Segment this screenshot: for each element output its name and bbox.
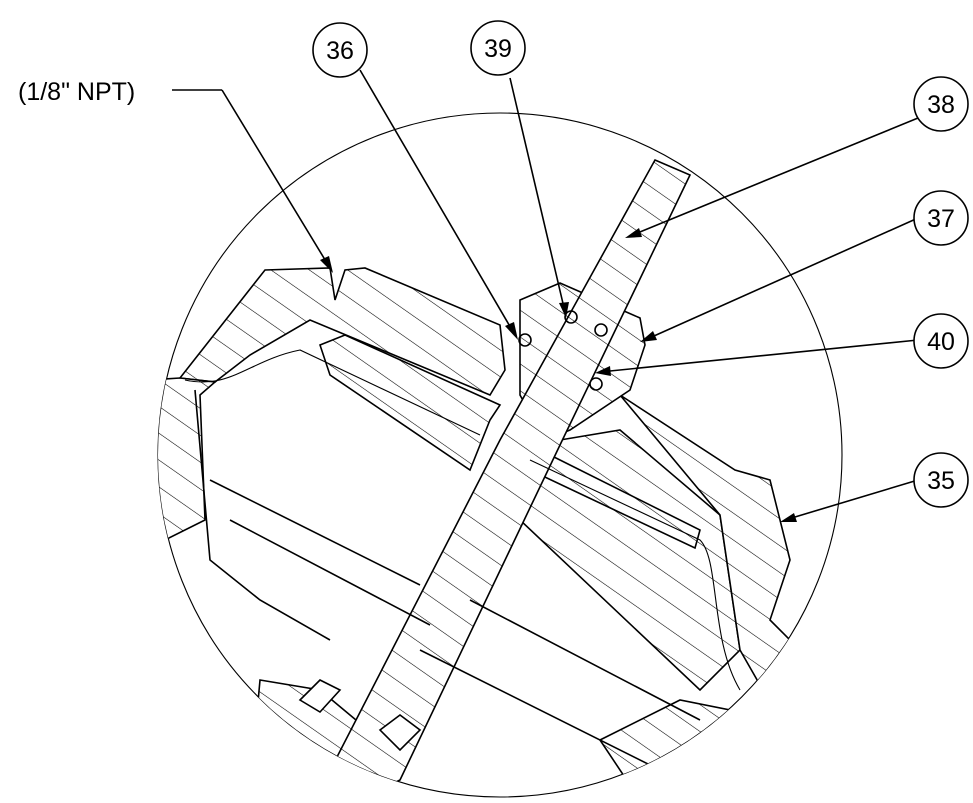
callout-label: 40 — [927, 328, 955, 356]
callout-37: 37 — [913, 190, 969, 246]
gasket-line-lower — [529, 459, 741, 691]
callout-39: 39 — [470, 20, 526, 76]
callout-38: 38 — [913, 76, 969, 132]
body-line-mid — [209, 479, 421, 586]
callout-40: 40 — [913, 313, 969, 369]
callout-35: 35 — [913, 452, 969, 508]
body-line-lower — [229, 519, 701, 721]
gasket-line — [184, 349, 481, 436]
callout-label: 37 — [927, 205, 955, 233]
nut-bottom-left — [298, 679, 342, 714]
section-geometry — [158, 158, 842, 797]
left-wall — [158, 377, 217, 541]
nut-bottom-mid — [378, 714, 422, 752]
o-ring — [589, 377, 603, 391]
o-ring — [594, 323, 608, 337]
callout-36: 36 — [312, 22, 368, 78]
npt-note: (1/8" NPT) — [18, 78, 135, 106]
callout-label: 36 — [326, 37, 354, 65]
leader-lines — [172, 69, 919, 522]
callout-label: 39 — [484, 35, 512, 63]
o-ring — [564, 310, 578, 324]
callout-label: 35 — [927, 467, 955, 495]
body-line-upper — [194, 389, 331, 641]
o-ring — [518, 333, 532, 347]
callout-label: 38 — [927, 91, 955, 119]
